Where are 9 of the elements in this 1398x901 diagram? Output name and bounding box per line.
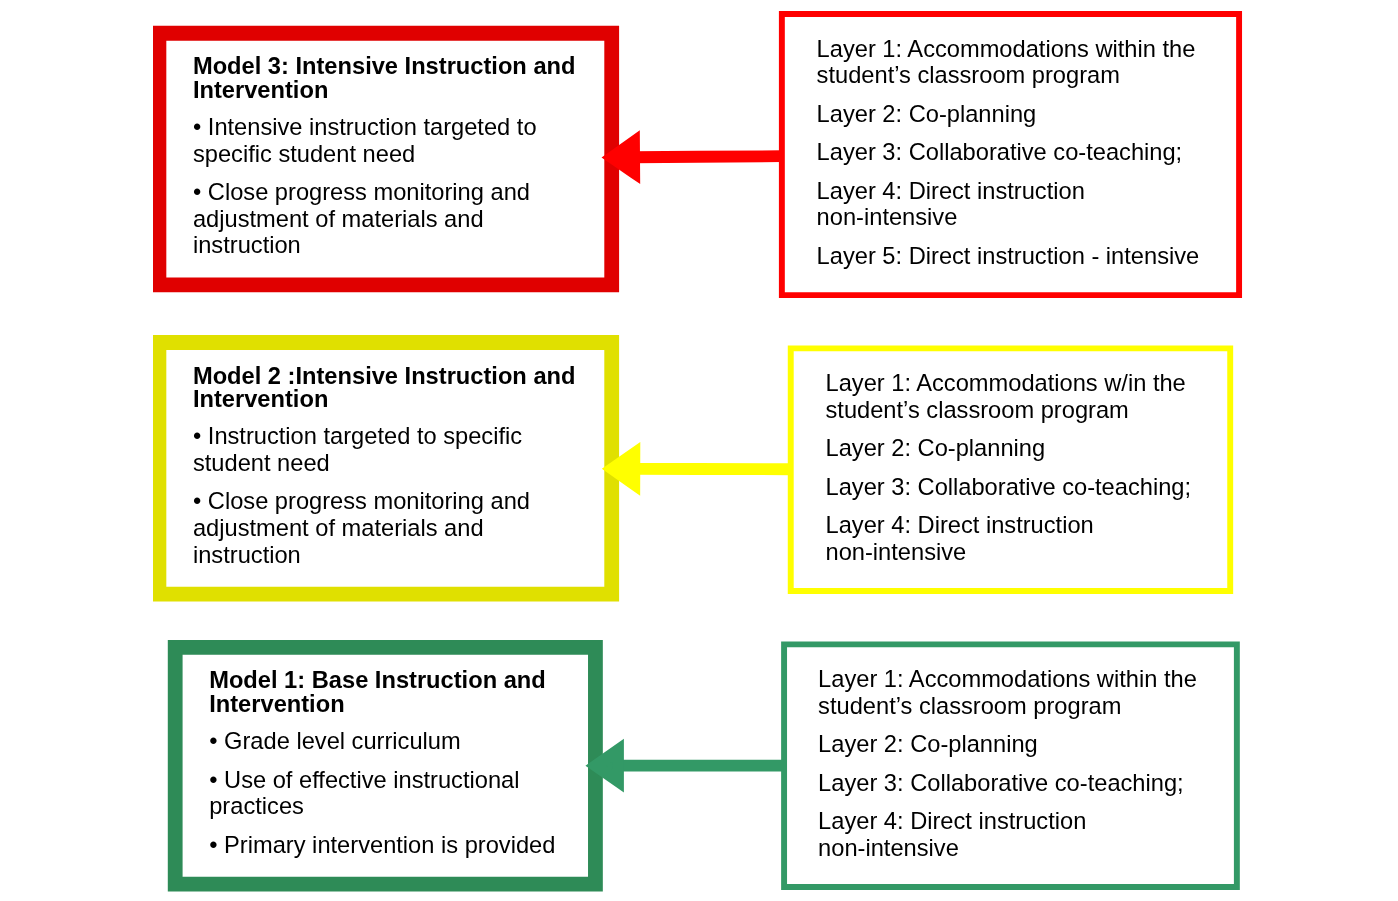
node-box: Model 2 :Intensive Instruction and Intervention • Instruction targeted to specific student need • Close progress monitoring and adjustment of materials and instruction bbox=[153, 335, 620, 602]
node-box: Layer 1: Accommodations within the student’s classroom program Layer 2: Co-planning Layer 3: Collaborative co-teaching; Layer 4: Direct instruction non-intensive Layer 5: Direct instruction - intensive bbox=[778, 11, 1243, 299]
node-box: Model 3: Intensive Instruction and Intervention • Intensive instruction targeted to specific student need • Close progress monitoring and adjustment of materials and instruction bbox=[153, 25, 620, 293]
arrow bbox=[601, 130, 782, 185]
arrow bbox=[585, 738, 784, 793]
node-box: Layer 1: Accommodations w/in the student’s classroom program Layer 2: Co-planning Layer 3: Collaborative co-teaching; Layer 4: Direct instruction non-intensive bbox=[787, 345, 1234, 595]
arrow bbox=[601, 441, 791, 496]
node-box: Model 1: Base Instruction and Intervention • Grade level curriculum • Use of effective instructional practices • Primary intervention is provided bbox=[167, 639, 603, 892]
node-box: Layer 1: Accommodations within the student’s classroom program Layer 2: Co-planning Layer 3: Collaborative co-teaching; Layer 4: Direct instruction non-intensive bbox=[781, 641, 1240, 890]
